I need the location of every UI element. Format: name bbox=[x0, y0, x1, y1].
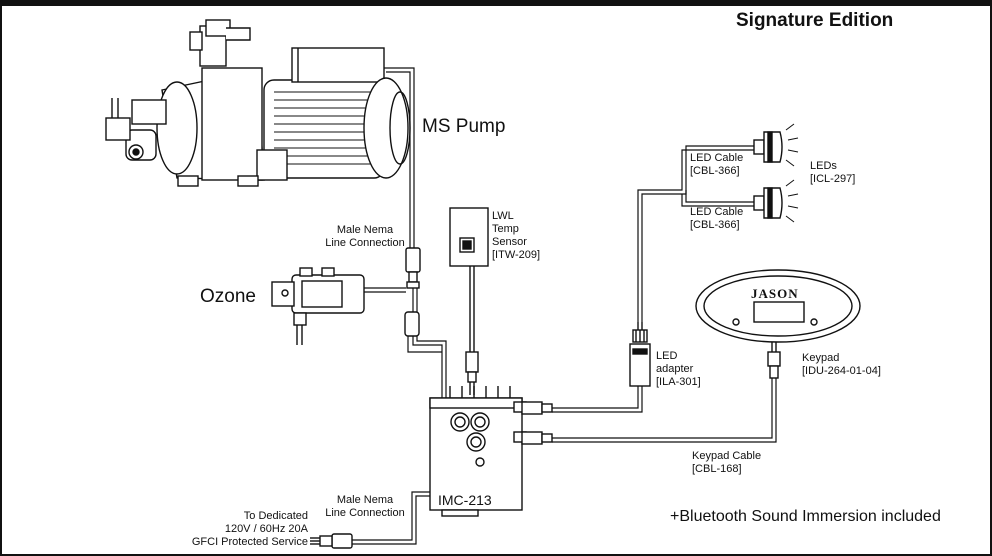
controller-label: IMC-213 bbox=[438, 492, 492, 508]
service-line3: GFCI Protected Service bbox=[191, 536, 308, 548]
leds-illustration bbox=[753, 123, 799, 223]
service-line1: To Dedicated bbox=[243, 510, 308, 522]
led-adapter-line2: adapter bbox=[656, 363, 694, 375]
lwl-sensor-illustration bbox=[449, 207, 489, 395]
nema-connector-top bbox=[405, 247, 421, 289]
leds-name: LEDs bbox=[810, 160, 837, 172]
keypad-label: Keypad [IDU-264-01-04] bbox=[802, 352, 881, 378]
keypad-cable-part: [CBL-168] bbox=[692, 463, 742, 475]
led-cable-1-label: LED Cable [CBL-366] bbox=[690, 152, 743, 178]
led-cable-1-part: [CBL-366] bbox=[690, 165, 740, 177]
edition-title: Signature Edition bbox=[736, 10, 894, 31]
keypad-cable-name: Keypad Cable bbox=[692, 450, 762, 462]
nema-connector-bottom bbox=[310, 533, 353, 549]
nema-bottom-line1: Male Nema bbox=[336, 494, 394, 506]
keypad-illustration bbox=[695, 269, 861, 379]
lwl-line3: Sensor bbox=[492, 236, 527, 248]
lwl-part: [ITW-209] bbox=[492, 249, 541, 261]
top-border bbox=[2, 0, 992, 6]
nema-top-line2: Line Connection bbox=[325, 237, 405, 249]
nema-bottom-line2: Line Connection bbox=[325, 507, 405, 519]
keypad-brand: JASON bbox=[751, 286, 799, 301]
lwl-line1: LWL bbox=[492, 210, 514, 222]
led-cable-2-part: [CBL-366] bbox=[690, 219, 740, 231]
ozone-illustration bbox=[271, 267, 365, 345]
lwl-sensor-label: LWL Temp Sensor [ITW-209] bbox=[492, 210, 540, 262]
led-cable-1-name: LED Cable bbox=[690, 152, 744, 164]
nema-top-line1: Male Nema bbox=[336, 224, 394, 236]
nema-top-label: Male Nema Line Connection bbox=[320, 224, 410, 250]
lwl-line2: Temp bbox=[492, 223, 519, 235]
bluetooth-note: +Bluetooth Sound Immersion included bbox=[670, 508, 941, 525]
nema-bottom-label: Male Nema Line Connection bbox=[320, 494, 410, 520]
controller-illustration bbox=[429, 386, 527, 517]
led-cable-2-label: LED Cable [CBL-366] bbox=[690, 206, 743, 232]
led-adapter-line1: LED bbox=[656, 350, 678, 362]
service-line2: 120V / 60Hz 20A bbox=[224, 523, 308, 535]
led-cable-2-name: LED Cable bbox=[690, 206, 744, 218]
leds-part: [ICL-297] bbox=[810, 173, 856, 185]
pump-label: MS Pump bbox=[422, 116, 506, 137]
keypad-part: [IDU-264-01-04] bbox=[802, 365, 881, 377]
keypad-cable-label: Keypad Cable [CBL-168] bbox=[692, 450, 761, 476]
leds-label: LEDs [ICL-297] bbox=[810, 160, 855, 186]
pump-illustration bbox=[105, 19, 411, 187]
led-adapter-part: [ILA-301] bbox=[656, 376, 701, 388]
led-adapter-label: LED adapter [ILA-301] bbox=[656, 350, 701, 389]
led-adapter-illustration bbox=[629, 322, 651, 387]
service-label: To Dedicated 120V / 60Hz 20A GFCI Protec… bbox=[190, 510, 308, 549]
keypad-name: Keypad bbox=[802, 352, 840, 364]
ozone-label: Ozone bbox=[200, 286, 256, 307]
